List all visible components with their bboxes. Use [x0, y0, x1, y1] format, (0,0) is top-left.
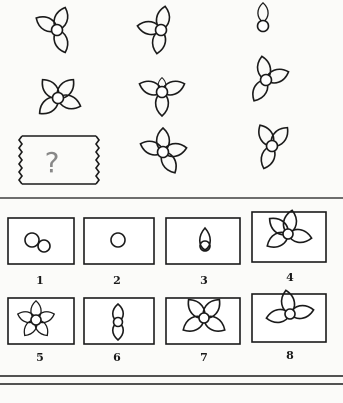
matrix-cell-2-2 — [137, 78, 186, 116]
matrix-grid: ? — [19, 3, 292, 184]
matrix-cell-3-2 — [138, 128, 187, 176]
options-row-2 — [8, 289, 326, 344]
matrix-cell-1-1 — [33, 5, 71, 54]
option-label-2: 2 — [105, 275, 129, 287]
matrix-cell-1-3 — [258, 3, 269, 32]
option-label-8: 8 — [278, 350, 302, 362]
option-box-4 — [252, 209, 326, 262]
matrix-cell-3-1-missing: ? — [19, 136, 99, 184]
option-label-3: 3 — [192, 275, 216, 287]
option-label-1: 1 — [28, 275, 52, 287]
missing-cell-mark: ? — [45, 146, 60, 179]
option-box-2 — [84, 218, 154, 264]
option-box-5 — [8, 298, 74, 344]
option-label-6: 6 — [105, 352, 129, 364]
matrix-cell-2-1 — [36, 76, 83, 119]
matrix-cell-1-2 — [136, 5, 171, 54]
options-row-1 — [8, 209, 326, 264]
option-box-1 — [8, 218, 74, 264]
option-box-8 — [252, 289, 326, 342]
matrix-cell-2-3 — [248, 55, 290, 104]
option-label-7: 7 — [192, 352, 216, 364]
option-box-3 — [166, 218, 240, 264]
matrix-cell-3-3 — [254, 122, 292, 171]
option-box-6 — [84, 298, 154, 344]
option-box-7 — [166, 296, 240, 344]
option-label-4: 4 — [278, 272, 302, 284]
option-label-5: 5 — [28, 352, 52, 364]
